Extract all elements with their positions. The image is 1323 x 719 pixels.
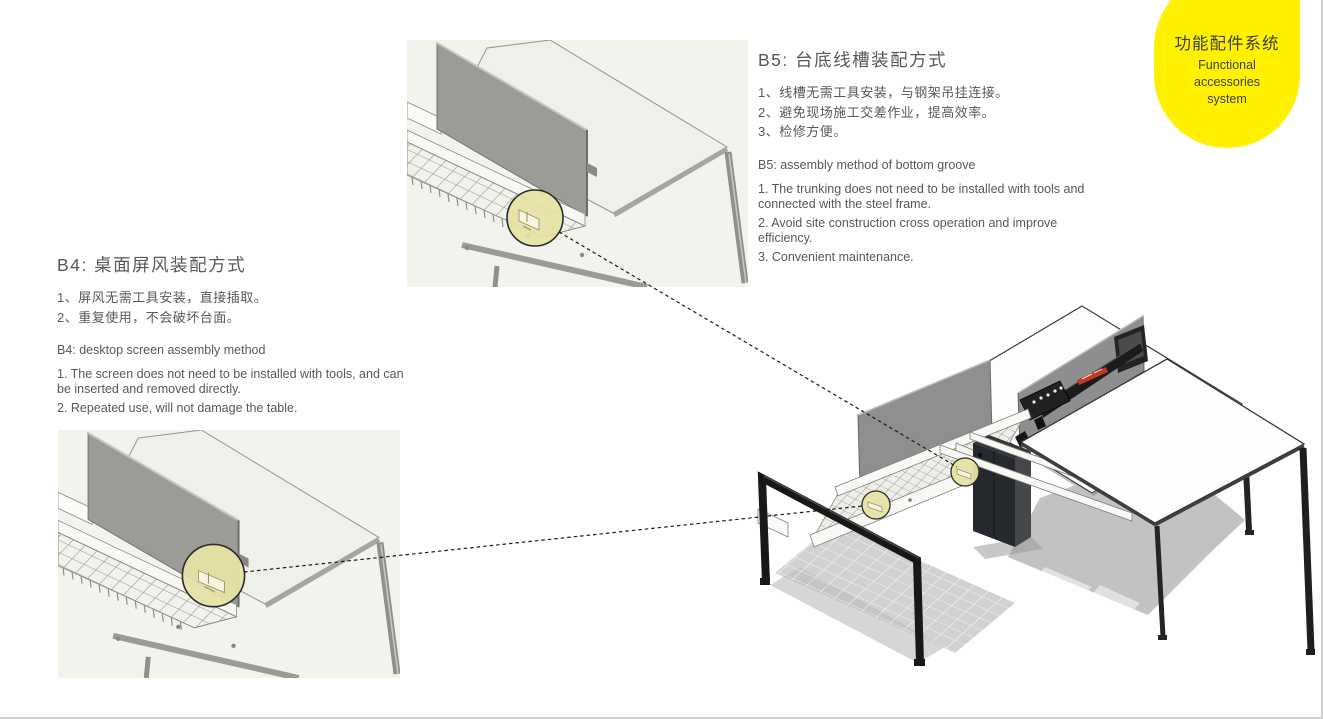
list-item: 2. Repeated use, will not damage the tab… [57, 401, 298, 415]
b4-title-en: B4: desktop screen assembly method [57, 343, 266, 357]
list-item: 3. Convenient maintenance. [758, 249, 914, 264]
functional-accessories-badge: 功能配件系统 Functional accessories system [1154, 0, 1300, 148]
b5-title: B5: 台底线槽装配方式 [758, 50, 948, 70]
list-item: 1、线槽无需工具安装，与钢架吊挂连接。 [758, 85, 1009, 100]
list-item: 1、屏风无需工具安装，直接插取。 [57, 290, 268, 305]
list-item: 2、重复使用，不会破坏台面。 [57, 309, 241, 325]
power-module [1019, 342, 1143, 430]
mounting-bracket [407, 101, 442, 135]
b5-list-en: 1. The trunking does not need to be inst… [758, 182, 1108, 265]
highlight-circle-right [950, 457, 980, 487]
b4-title: B4: 桌面屏风装配方式 [57, 255, 247, 275]
section-b4: B4: 桌面屏风装配方式 1、屏风无需工具安装，直接插取。 2、重复使用，不会破… [57, 252, 409, 420]
b5-title-en: B5: assembly method of bottom groove [758, 157, 976, 172]
b5-detail-illustration [407, 40, 748, 287]
mounting-bracket [58, 491, 93, 526]
cable-tray [58, 531, 238, 630]
highlight-circle-left [861, 490, 891, 520]
list-item: 2. Avoid site construction cross operati… [758, 215, 1058, 245]
workstation-overview-illustration [757, 305, 1315, 666]
badge-subtitle-line: accessories [1194, 75, 1260, 89]
list-item: 3、检修方便。 [758, 124, 847, 139]
badge-text: 功能配件系统 Functional accessories system [1154, 0, 1300, 108]
badge-title-zh: 功能配件系统 [1174, 35, 1280, 53]
power-module-red-accent [1077, 367, 1108, 385]
b4-list-en: 1. The screen does not need to be instal… [57, 367, 409, 416]
b4-list-zh: 1、屏风无需工具安装，直接插取。 2、重复使用，不会破坏台面。 [57, 288, 409, 327]
badge-subtitle-line: Functional [1198, 58, 1256, 72]
highlight-circle [506, 189, 564, 247]
desk-screen [436, 42, 597, 217]
badge-subtitle-line: system [1207, 92, 1247, 106]
highlight-circle [181, 543, 246, 608]
b5-list-zh: 1、线槽无需工具安装，与钢架吊挂连接。 2、避免现场施工交差作业，提高效率。 3… [758, 83, 1108, 142]
section-b5: B5: 台底线槽装配方式 1、线槽无需工具安装，与钢架吊挂连接。 2、避免现场施… [758, 47, 1108, 269]
front-desk-legs [1154, 447, 1315, 655]
list-item: 2、避免现场施工交差作业，提高效率。 [758, 104, 996, 120]
front-desk-tabletop [1019, 358, 1306, 527]
b4-detail-illustration [58, 430, 400, 678]
list-item: 1. The screen does not need to be instal… [57, 367, 404, 396]
list-item: 1. The trunking does not need to be inst… [758, 181, 1085, 211]
